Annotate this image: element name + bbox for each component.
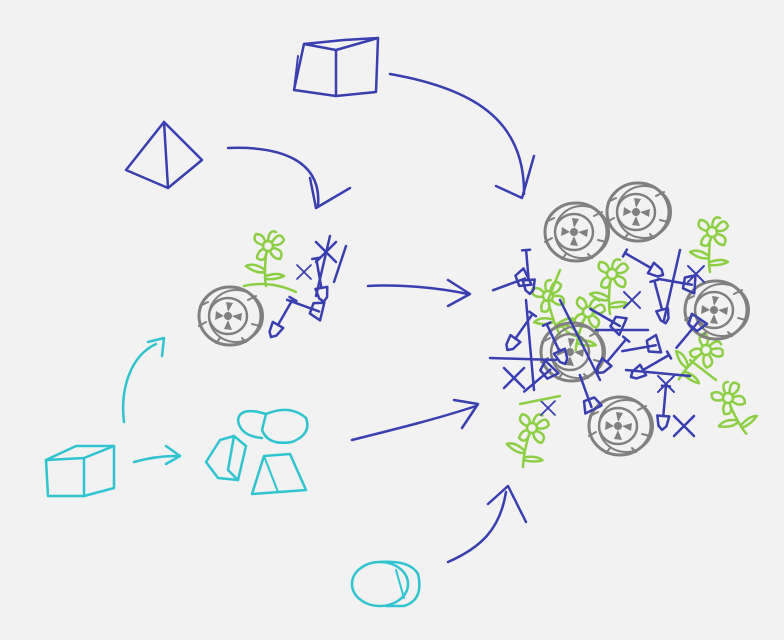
pyramid-icon	[124, 120, 204, 190]
cube-icon	[44, 444, 116, 498]
cross-icon	[540, 400, 556, 416]
axe-icon	[516, 358, 560, 399]
cylinder-icon	[350, 560, 421, 608]
arrow-prisms-to-result	[350, 398, 480, 442]
cross-icon	[296, 264, 312, 280]
arrow-cube-to-result	[388, 72, 536, 200]
arrow-pyramid-to-bundle	[226, 146, 352, 210]
axe-icon	[488, 266, 533, 299]
cross-icon	[502, 366, 526, 390]
shovel-icon	[626, 348, 674, 384]
tool-bundle	[197, 230, 348, 347]
flower-icon	[662, 323, 729, 393]
arrow-bundle-to-result	[366, 278, 472, 308]
cross-icon	[622, 290, 642, 310]
flower-icon	[700, 376, 764, 445]
cube-icon	[292, 36, 380, 98]
prism-icon	[204, 408, 309, 496]
shovel-icon	[620, 246, 668, 282]
shovel-icon	[518, 248, 538, 296]
result-cluster	[488, 181, 764, 472]
flower-icon	[502, 408, 552, 472]
arrow-cube-right	[132, 444, 182, 466]
wheel-icon	[197, 285, 265, 347]
cross-icon	[672, 414, 696, 438]
wheel-icon	[605, 181, 673, 243]
arrow-cylinder-to-result	[446, 484, 528, 564]
flower-icon	[244, 230, 286, 288]
arrow-cube-up	[121, 336, 166, 424]
wheel-icon	[543, 201, 611, 263]
flower-icon	[688, 216, 730, 274]
shovel-icon	[501, 309, 539, 355]
